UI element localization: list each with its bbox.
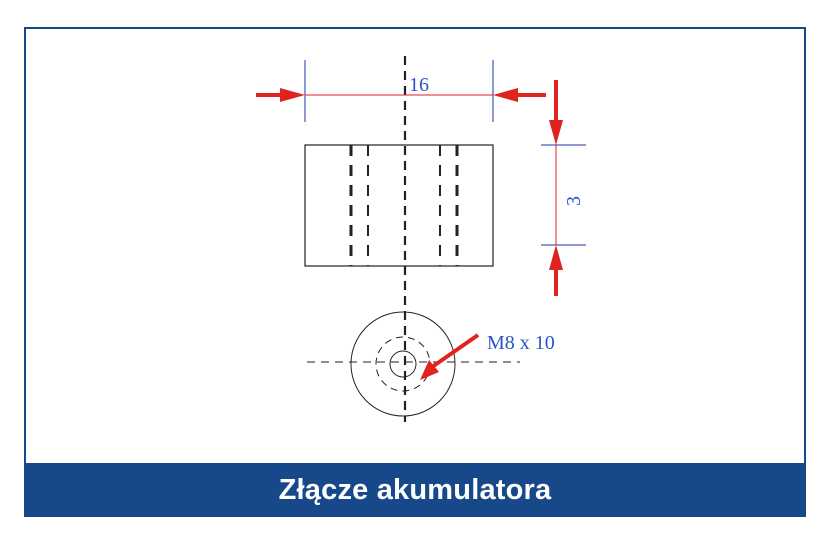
thread-circle-hidden: [375, 336, 431, 392]
thread-leader-arrow: [420, 333, 480, 380]
width-dimension-label: 16: [409, 74, 429, 96]
height-arrow-top: [549, 80, 563, 145]
outer-circle: [350, 311, 456, 417]
side-view-body: [304, 144, 494, 267]
height-arrow-bottom: [549, 245, 563, 296]
diagram-frame: [24, 27, 806, 517]
width-arrow-left: [256, 88, 305, 102]
thread-spec-label: M8 x 10: [487, 332, 555, 354]
diagram-title: Złącze akumulatora: [278, 473, 552, 506]
bore-circle: [389, 350, 417, 378]
width-arrow-right: [493, 88, 546, 102]
title-bar: Złącze akumulatora: [24, 463, 806, 517]
height-dimension-label: 3: [563, 196, 585, 206]
